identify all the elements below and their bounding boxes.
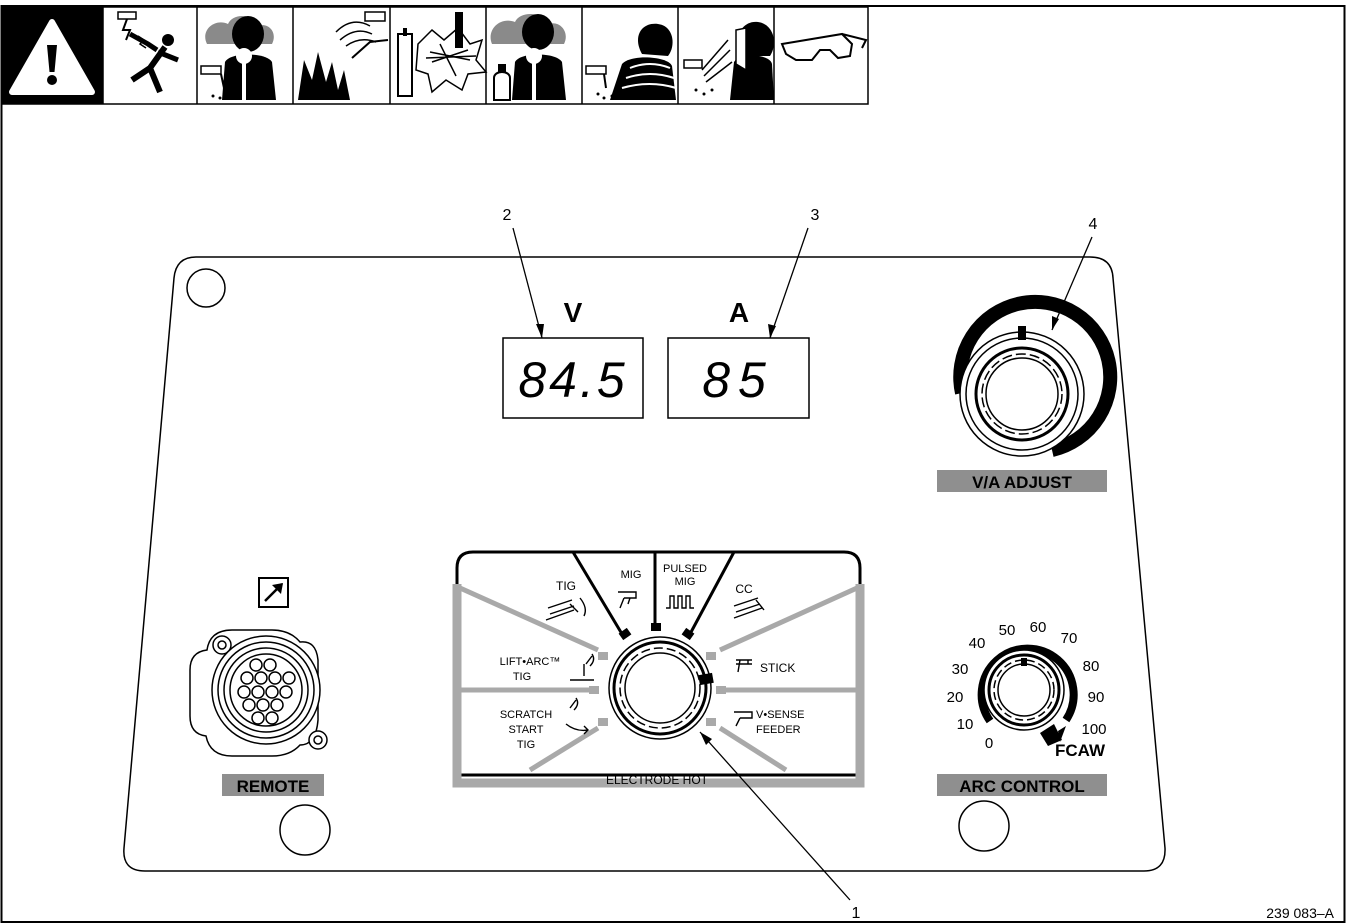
cc-label: CC [735, 582, 753, 596]
arc-control-knob[interactable] [977, 644, 1078, 746]
arc-tick-70: 70 [1061, 630, 1078, 647]
process-selector-knob[interactable] [589, 623, 726, 740]
pulsed-mig-label-1: PULSED [663, 563, 707, 575]
process-selector-panel [452, 550, 865, 788]
mounting-hole [186, 268, 226, 308]
volt-meter-reading: 84.5 [518, 352, 627, 408]
vsense-label-2: FEEDER [756, 724, 801, 736]
mig-gun-icon [618, 591, 637, 609]
lift-arc-torch-icon [570, 653, 595, 681]
front-panel [123, 256, 1166, 872]
tig-torch-icon [545, 597, 587, 621]
lift-arc-label-1: LIFT•ARC™ [500, 656, 561, 668]
arc-fcaw-label: FCAW [1055, 741, 1106, 760]
arc-tick-30: 30 [952, 661, 969, 678]
stick-label: STICK [760, 661, 795, 675]
callout-1: 1 [852, 905, 861, 922]
safety-glasses-icon [780, 32, 868, 61]
arc-control-label: ARC CONTROL [959, 777, 1085, 796]
cylinder-explosion-icon [397, 12, 488, 97]
scratch-start-label-1: SCRATCH [500, 709, 552, 721]
callout-3: 3 [811, 207, 820, 224]
remote-label-bar [222, 774, 324, 796]
gas-cylinder-fumes-icon [490, 13, 566, 101]
emf-icon [585, 23, 677, 100]
scratch-start-label-2: START [508, 724, 543, 736]
pulse-waveform-icon [666, 595, 694, 609]
arc-rays-icon [683, 21, 774, 100]
tig-label: TIG [556, 579, 576, 593]
stick-holder-icon [736, 659, 752, 673]
volt-meter [502, 337, 644, 419]
mounting-hole [279, 804, 331, 856]
vsense-label-1: V•SENSE [756, 709, 804, 721]
callout-2: 2 [503, 207, 512, 224]
electric-shock-icon [117, 11, 179, 94]
arc-tick-90: 90 [1088, 689, 1105, 706]
va-adjust-label-bar [937, 470, 1107, 492]
va-adjust-knob[interactable] [953, 294, 1118, 457]
scratch-start-label-3: TIG [517, 739, 535, 751]
fumes-icon [200, 15, 276, 100]
stick-electrode-icon [733, 597, 765, 619]
callouts: 2 3 4 1 [503, 207, 1098, 922]
pulsed-mig-label-2: MIG [675, 576, 696, 588]
remote-arrow-icon [258, 577, 289, 608]
process-glyphs [545, 591, 765, 735]
arc-tick-80: 80 [1083, 658, 1100, 675]
va-adjust-label: V/A ADJUST [972, 473, 1072, 492]
fire-spatter-icon [298, 11, 389, 100]
feeder-gun-icon [734, 711, 753, 727]
arc-tick-0: 0 [985, 735, 993, 752]
arc-tick-40: 40 [969, 635, 986, 652]
arc-control-scale: 0 10 20 30 40 50 60 70 80 90 100 FCAW [947, 619, 1107, 760]
remote-connector[interactable] [189, 629, 328, 757]
arc-tick-60: 60 [1030, 619, 1047, 636]
warning-triangle-icon [2, 7, 103, 104]
amp-meter-reading: 85 [702, 352, 774, 408]
safety-icon-strip [1, 6, 869, 105]
amp-meter-label: A [729, 297, 749, 328]
electrode-hot-label: ELECTRODE HOT [606, 773, 709, 787]
amp-meter [667, 337, 810, 419]
arc-control-label-bar [937, 774, 1107, 796]
arc-tick-10: 10 [957, 716, 974, 733]
remote-label: REMOTE [237, 777, 310, 796]
mig-label: MIG [621, 569, 642, 581]
figure-id: 239 083–A [1266, 905, 1334, 921]
scratch-torch-icon [565, 697, 589, 735]
mounting-hole [958, 800, 1010, 852]
arc-tick-50: 50 [999, 622, 1016, 639]
volt-meter-label: V [564, 297, 583, 328]
arc-tick-100: 100 [1081, 721, 1106, 738]
lift-arc-label-2: TIG [513, 671, 531, 683]
arc-tick-20: 20 [947, 689, 964, 706]
callout-4: 4 [1089, 216, 1098, 233]
